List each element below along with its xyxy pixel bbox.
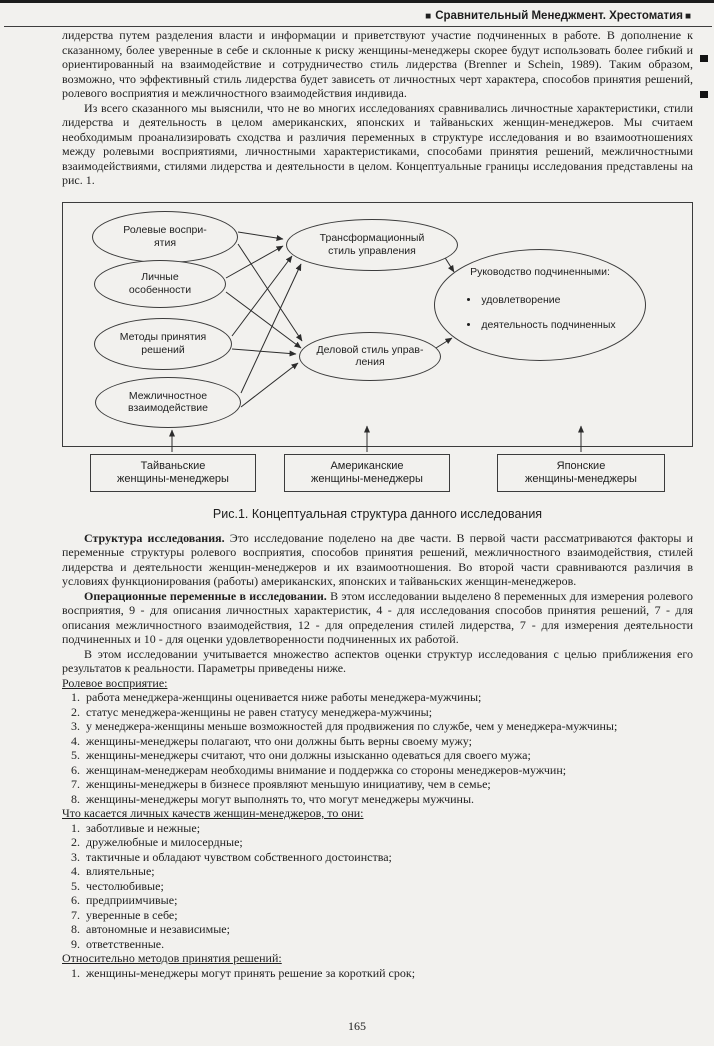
- lead-in-variables: Операционные переменные в исследовании.: [84, 588, 327, 603]
- list-item: женщины-менеджеры считают, что они должн…: [83, 748, 693, 763]
- outcome-item: удовлетворение: [480, 294, 615, 307]
- square-marker-icon: ■: [684, 11, 691, 22]
- arrow: [225, 245, 284, 278]
- figure-node-transformational-style: Трансформационный стиль управления: [286, 218, 458, 271]
- running-header: ■Сравнительный Менеджмент. Хрестоматия■: [62, 6, 693, 28]
- list-item: влиятельные;: [83, 864, 693, 879]
- arrow: [231, 255, 293, 336]
- group-box-japanese: Японские женщины-менеджеры: [497, 453, 665, 492]
- list-item: женщины-менеджеры полагают, что они долж…: [83, 734, 693, 749]
- list-item: заботливые и нежные;: [83, 821, 693, 836]
- figure-caption: Рис.1. Концептуальная структура данного …: [212, 506, 543, 521]
- list-item: дружелюбные и милосердные;: [83, 835, 693, 850]
- arrow: [240, 362, 299, 407]
- paragraph-structure: Структура исследования. Это исследование…: [62, 531, 693, 589]
- list-item: женщины-менеджеры в бизнесе проявляют ме…: [83, 777, 693, 792]
- arrow: [240, 263, 302, 393]
- outcome-item: деятельность подчиненных: [480, 319, 615, 332]
- list-item: женщины-менеджеры могут принять решение …: [83, 966, 693, 981]
- list-role-perception: работа менеджера-женщины оценивается ниж…: [62, 690, 693, 806]
- text-variables: В этом исследовании выделено 8 переменны…: [62, 588, 694, 647]
- list-decision-methods: женщины-менеджеры могут принять решение …: [62, 966, 693, 981]
- scan-edge-line: [0, 0, 714, 3]
- list-heading-role-perception: Ролевое восприятие:: [62, 675, 168, 690]
- outcome-title: Руководство подчиненными:: [470, 265, 610, 278]
- header-rule: [4, 26, 712, 27]
- figure-node-subordinate-leadership: Руководство подчиненными: удовлетворение…: [434, 248, 646, 361]
- lead-in-structure: Структура исследования.: [84, 530, 225, 545]
- list-item: у менеджера-женщины меньше возможностей …: [83, 719, 693, 734]
- arrow: [237, 231, 284, 241]
- figure-node-decision-methods: Методы принятия решений: [94, 317, 232, 370]
- figure-node-interpersonal-interaction: Межличностное взаимодействие: [95, 376, 241, 428]
- list-heading-decision-methods: Относительно методов принятия решений:: [62, 951, 282, 965]
- figure-arrows: [169, 231, 584, 452]
- list-item: тактичные и обладают чувством собственно…: [83, 850, 693, 865]
- scan-artifact-square: [700, 55, 708, 62]
- list-item: работа менеджера-женщины оценивается ниж…: [83, 690, 693, 705]
- group-box-taiwanese: Тайваньские женщины-менеджеры: [90, 453, 256, 492]
- paragraph-continuation: лидерства путем разделения власти и инфо…: [62, 28, 693, 100]
- list-item: женщинам-менеджерам необходимы внимание …: [83, 763, 693, 778]
- group-box-american: Американские женщины-менеджеры: [284, 453, 450, 492]
- list-item: статус менеджера-женщины не равен статус…: [83, 705, 693, 720]
- paragraph-variables: Операционные переменные в исследовании. …: [62, 589, 693, 647]
- outcome-list: удовлетворение деятельность подчиненных: [464, 281, 615, 344]
- paragraph-aspects: В этом исследовании учитывается множеств…: [62, 646, 693, 676]
- list-heading-personal-qualities: Что касается личных качеств женщин-менед…: [62, 806, 364, 820]
- scan-artifact-square: [700, 91, 708, 98]
- paragraph-overview: Из всего сказанного мы выяснили, что не …: [62, 100, 693, 188]
- list-item: предприимчивые;: [83, 893, 693, 908]
- list-item: автономные и независимые;: [83, 922, 693, 937]
- list-item: ответственные.: [83, 937, 693, 952]
- arrow: [225, 291, 302, 348]
- list-item: честолюбивые;: [83, 879, 693, 894]
- square-marker-icon: ■: [425, 11, 432, 22]
- figure-node-personal-traits: Личные особенности: [94, 259, 226, 308]
- arrow: [435, 337, 453, 348]
- list-personal-qualities: заботливые и нежные; дружелюбные и милос…: [62, 821, 693, 952]
- figure-frame: [62, 201, 693, 447]
- figure-node-business-style: Деловой стиль управ- ления: [299, 331, 441, 381]
- figure-1-diagram: Ролевые воспри- ятия Личные особенности …: [62, 201, 693, 494]
- arrow: [231, 348, 297, 356]
- arrow: [237, 243, 303, 341]
- header-title: Сравнительный Менеджмент. Хрестоматия: [435, 10, 683, 22]
- figure-node-role-perception: Ролевые воспри- ятия: [92, 210, 238, 263]
- list-item: женщины-менеджеры могут выполнять то, чт…: [83, 792, 693, 807]
- page-number: 165: [348, 1019, 366, 1033]
- list-item: уверенные в себе;: [83, 908, 693, 923]
- text-structure: Это исследование поделено на две части. …: [62, 530, 694, 589]
